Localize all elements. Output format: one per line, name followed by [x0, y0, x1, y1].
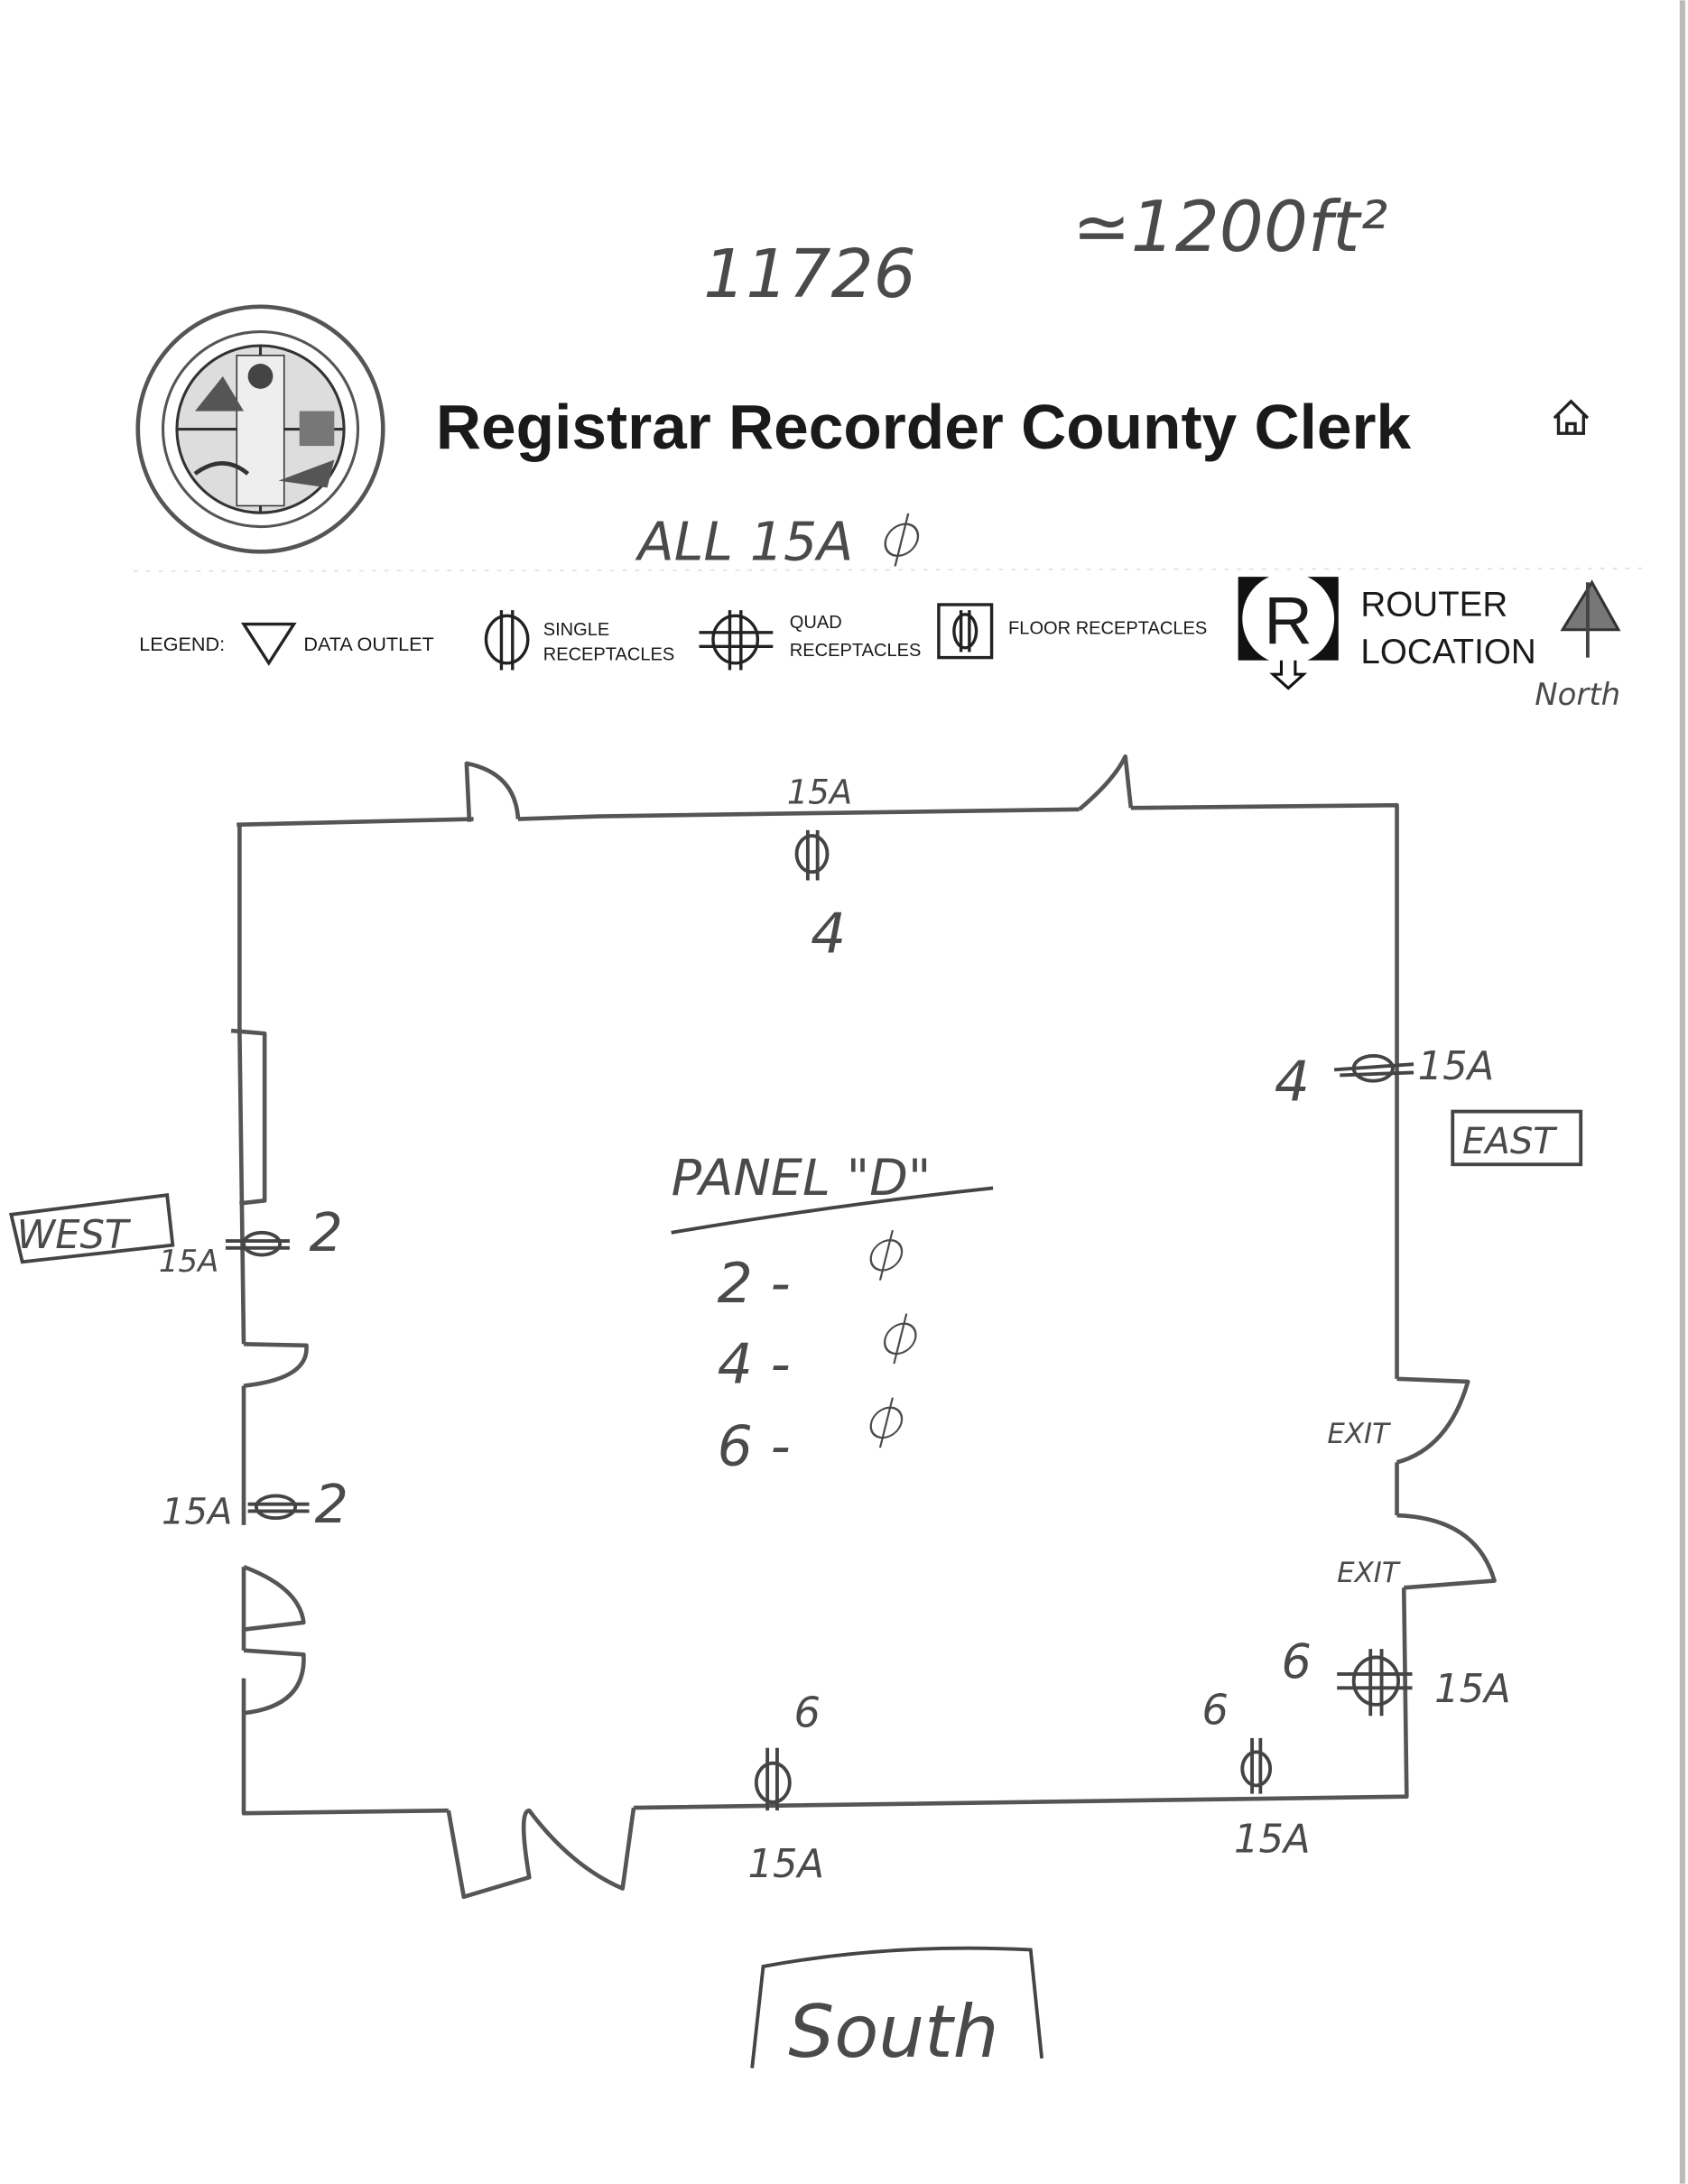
se-quad-circuit: 6 — [1281, 1635, 1311, 1690]
west-circuit-1: 2 — [310, 1202, 343, 1263]
data-outlet-triangle-icon — [240, 622, 297, 666]
single-receptacle-icon — [1333, 1053, 1414, 1083]
north-circuit: 4 — [811, 902, 846, 967]
legend-router-line2: LOCATION — [1360, 633, 1535, 671]
home-icon — [1553, 399, 1590, 435]
east-label: EAST — [1462, 1121, 1558, 1162]
west-label: WEST — [17, 1213, 132, 1258]
legend-single-line2: RECEPTACLES — [543, 645, 675, 665]
single-receptacle-icon — [1240, 1737, 1273, 1794]
north-amp: 15A — [787, 773, 852, 812]
west-amp-1: 15A — [159, 1244, 218, 1280]
county-seal-logo — [135, 304, 385, 554]
page-title: Registrar Recorder County Clerk — [436, 392, 1412, 462]
area-annotation: ≃1200ft² — [1072, 187, 1387, 268]
west-circuit-2: 2 — [315, 1474, 348, 1535]
east-circuit: 4 — [1275, 1049, 1310, 1114]
north-label: North — [1535, 677, 1620, 713]
legend-quad-line1: QUAD — [790, 613, 842, 633]
south-circuit-1: 6 — [793, 1689, 820, 1737]
single-receptacle-icon — [754, 1747, 792, 1811]
panel-schedule: PANEL "D" 2 - ⏀ 4 - ⏀ 6 - ⏀ — [671, 1149, 994, 1478]
east-amp: 15A — [1418, 1044, 1495, 1089]
legend-quad-line2: RECEPTACLES — [790, 641, 922, 661]
panel-row-circuit: 2 - — [718, 1251, 791, 1316]
floor-receptacle-icon — [937, 603, 994, 660]
legend: LEGEND: DATA OUTLET SINGLE RECEPTACLES Q… — [139, 572, 1621, 713]
router-symbol: R — [1264, 583, 1312, 658]
address-number: 11726 — [703, 236, 916, 313]
panel-row-circuit: 6 - — [718, 1413, 791, 1478]
exit-label: EXIT — [1327, 1418, 1391, 1450]
quad-receptacle-icon — [1337, 1649, 1413, 1717]
legend-router-line1: ROUTER — [1360, 585, 1507, 624]
south-label: South — [788, 1990, 998, 2074]
single-receptacle-icon — [484, 610, 530, 671]
south-circuit-2: 6 — [1202, 1685, 1229, 1734]
legend-label: LEGEND: — [139, 633, 225, 655]
single-receptacle-icon — [225, 1230, 290, 1257]
panel-title: PANEL "D" — [672, 1149, 932, 1208]
panel-row-circuit: 4 - — [718, 1331, 791, 1396]
single-receptacle-icon — [794, 829, 830, 881]
south-label-box — [750, 1946, 1044, 2068]
north-arrow-icon — [1560, 579, 1621, 658]
south-amp-1: 15A — [748, 1842, 825, 1887]
east-label-box — [1451, 1109, 1583, 1167]
legend-floor: FLOOR RECEPTACLES — [1008, 618, 1207, 638]
west-label-box — [8, 1193, 175, 1264]
panel-row-symbol: ⏀ — [857, 1395, 907, 1454]
se-quad-amp: 15A — [1434, 1667, 1511, 1712]
south-amp-2: 15A — [1234, 1817, 1311, 1862]
legend-data-outlet: DATA OUTLET — [303, 633, 433, 655]
room-walls — [230, 754, 1497, 1900]
exit-label: EXIT — [1337, 1557, 1401, 1589]
panel-row-symbol: ⏀ — [857, 1228, 907, 1287]
quad-receptacle-icon — [699, 610, 774, 671]
panel-row-symbol: ⏀ — [870, 1312, 921, 1371]
amperage-note: ALL 15A ⏀ — [635, 512, 923, 573]
west-amp-2: 15A — [162, 1491, 232, 1532]
legend-single-line1: SINGLE — [543, 620, 610, 640]
router-icon: R — [1238, 572, 1339, 690]
single-receptacle-icon — [247, 1494, 310, 1521]
